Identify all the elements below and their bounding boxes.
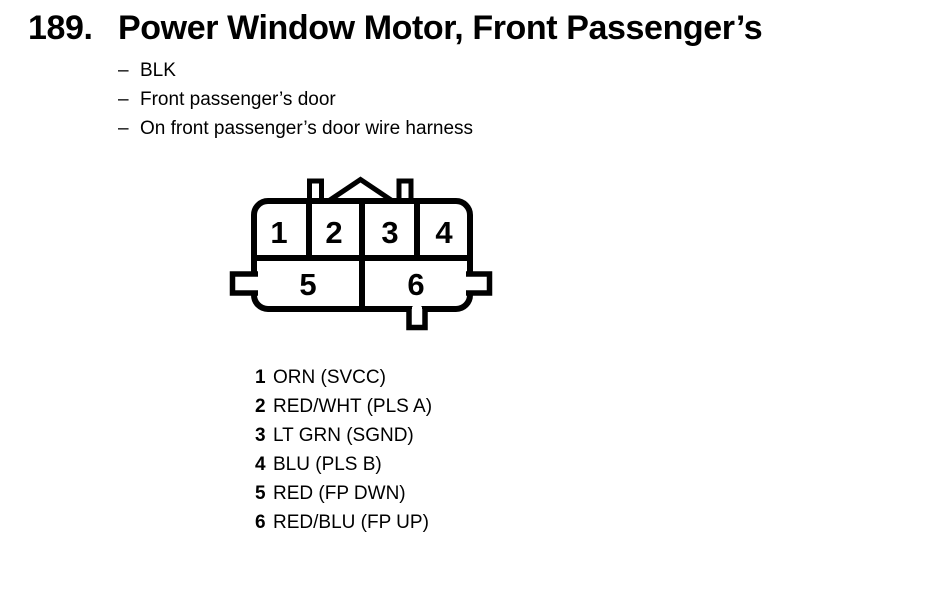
cavity-number: 4 (435, 215, 453, 250)
pinout-pin-number: 4 (255, 454, 266, 475)
pinout-row: 1 ORN (SVCC) (255, 363, 432, 392)
note-line: – Front passenger’s door (118, 85, 473, 114)
pinout-pin-number: 3 (255, 425, 266, 446)
side-tab-right (466, 271, 493, 296)
pinout-wire-label: RED/WHT (PLS A) (273, 396, 433, 417)
cavity-number: 2 (325, 215, 342, 250)
note-dash: – (118, 89, 129, 110)
note-line: – On front passenger’s door wire harness (118, 114, 473, 143)
pinout-pin-number: 2 (255, 396, 266, 417)
pinout-wire-label: RED/BLU (FP UP) (273, 512, 429, 533)
cavity-number: 5 (299, 267, 316, 302)
cavity-number: 6 (407, 267, 424, 302)
pinout-row: 2 RED/WHT (PLS A) (255, 392, 432, 421)
pinout-row: 4 BLU (PLS B) (255, 450, 432, 479)
cavity-number: 1 (270, 215, 287, 250)
note-dash: – (118, 118, 129, 139)
note-dash: – (118, 60, 129, 81)
bottom-tab-slot (412, 302, 422, 314)
connector-notes: – BLK – Front passenger’s door – On fron… (118, 56, 473, 143)
side-tab-left (229, 271, 258, 296)
pinout-wire-label: ORN (SVCC) (273, 367, 386, 388)
pinout-row: 3 LT GRN (SGND) (255, 421, 432, 450)
page-title: Power Window Motor, Front Passenger’s (118, 9, 763, 47)
pinout-wire-label: RED (FP DWN) (273, 483, 406, 504)
page-heading: 189. Power Window Motor, Front Passenger… (28, 8, 908, 48)
pinout-legend: 1 ORN (SVCC) 2 RED/WHT (PLS A) 3 LT GRN … (255, 363, 432, 537)
note-line: – BLK (118, 56, 473, 85)
pinout-pin-number: 1 (255, 367, 266, 388)
pinout-pin-number: 5 (255, 483, 266, 504)
cavity-number: 3 (381, 215, 398, 250)
pinout-row: 6 RED/BLU (FP UP) (255, 508, 432, 537)
note-text-color: BLK (140, 60, 176, 81)
pinout-wire-label: BLU (PLS B) (273, 454, 382, 475)
pinout-row: 5 RED (FP DWN) (255, 479, 432, 508)
note-text-harness: On front passenger’s door wire harness (140, 118, 474, 139)
note-text-location: Front passenger’s door (140, 89, 336, 110)
connector-diagram: 1 2 3 4 5 6 (229, 176, 493, 331)
pinout-wire-label: LT GRN (SGND) (273, 425, 414, 446)
pinout-pin-number: 6 (255, 512, 266, 533)
item-number: 189. (28, 9, 93, 47)
